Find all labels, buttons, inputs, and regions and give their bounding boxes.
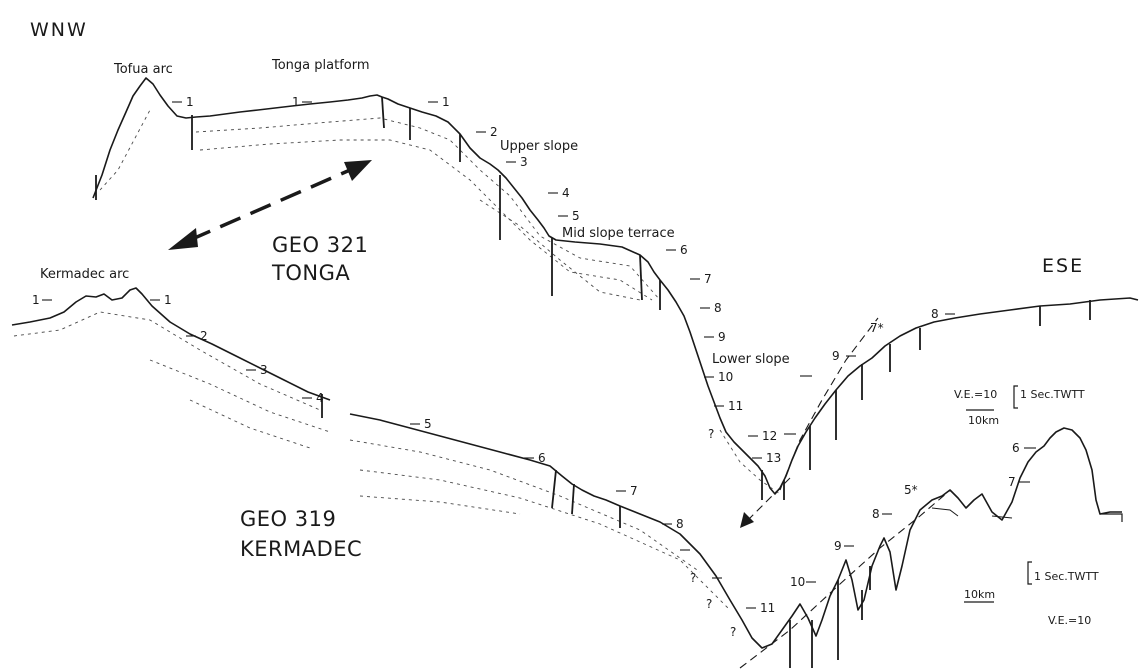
unknown-mark: ? xyxy=(708,427,714,441)
unknown-mark: ? xyxy=(706,597,712,611)
kermadec-sediment-layer xyxy=(349,439,701,573)
kermadec-scale: 1 Sec.TWTT 10km V.E.=10 xyxy=(964,561,1099,627)
tonga-platform-label: Tonga platform xyxy=(271,58,370,73)
horizon-label: 7* xyxy=(870,321,884,335)
horizon-label: 8 xyxy=(714,301,722,315)
kermadec-decollement-line xyxy=(739,491,949,669)
kermadec-sediment-layer xyxy=(359,469,731,611)
horizon-label: 1 xyxy=(292,95,300,109)
horizon-label: 11 xyxy=(728,399,743,413)
horizon-label: 5 xyxy=(424,417,432,431)
tonga-sediment-layer xyxy=(199,139,653,301)
kermadec-horizon-labels: 1 1 2 3 4 5 6 7 8 11 10 9 8 7 6 5* ? ? ? xyxy=(32,293,1036,639)
horizon-label: 4 xyxy=(316,391,324,405)
horizon-label: 3 xyxy=(260,363,268,377)
arrowhead-right-icon xyxy=(344,160,372,181)
ve-label: V.E.=10 xyxy=(1048,614,1091,627)
unknown-mark: ? xyxy=(690,571,696,585)
tonga-decollement-line xyxy=(779,317,879,491)
horizon-label: 12 xyxy=(762,429,777,443)
horizon-label: 5* xyxy=(904,483,918,497)
kermadec-seafloor-line xyxy=(349,413,1122,649)
direction-wnw: WNW xyxy=(30,19,88,41)
time-scale-label: 1 Sec.TWTT xyxy=(1034,570,1099,583)
horizon-label: 3 xyxy=(520,155,528,169)
kermadec-sediment-layer xyxy=(13,311,321,411)
horizon-label: 4 xyxy=(562,186,570,200)
horizon-label: 11 xyxy=(760,601,775,615)
horizon-label: 10 xyxy=(718,370,733,384)
horizon-label: 2 xyxy=(490,125,498,139)
tonga-seafloor-line xyxy=(92,77,1139,495)
horizon-label: 13 xyxy=(766,451,781,465)
horizon-label: 6 xyxy=(1012,441,1020,455)
tonga-sediment-layer xyxy=(719,429,781,495)
kermadec-sediment-layer xyxy=(149,359,331,433)
correlation-dashed-arrow xyxy=(189,168,351,242)
horizon-label: 1 xyxy=(164,293,172,307)
horizon-label: 8 xyxy=(931,307,939,321)
kermadec-title-line1: GEO 319 xyxy=(240,507,336,531)
upper-slope-label: Upper slope xyxy=(500,139,578,154)
direction-ese: ESE xyxy=(1042,255,1084,277)
distance-scale-label: 10km xyxy=(964,588,995,601)
kermadec-title-line2: KERMADEC xyxy=(240,537,362,561)
ve-label: V.E.=10 xyxy=(954,388,997,401)
unknown-mark: ? xyxy=(730,625,736,639)
time-scale-label: 1 Sec.TWTT xyxy=(1020,388,1085,401)
tonga-faults xyxy=(95,96,1091,500)
mid-slope-terrace-label: Mid slope terrace xyxy=(562,226,675,241)
horizon-label: 8 xyxy=(872,507,880,521)
kermadec-arc-label: Kermadec arc xyxy=(40,267,129,282)
horizon-label: 5 xyxy=(572,209,580,223)
horizon-label: 1 xyxy=(32,293,40,307)
lower-arrowhead-icon xyxy=(740,512,754,528)
kermadec-profile: Kermadec arc GEO 319 KERMADEC 1 1 2 3 4 … xyxy=(11,267,1123,669)
tonga-title-line2: TONGA xyxy=(271,261,350,285)
horizon-label: 7 xyxy=(704,272,712,286)
lower-slope-label: Lower slope xyxy=(712,352,790,367)
kermadec-faults xyxy=(321,394,871,668)
distance-scale-label: 10km xyxy=(968,414,999,427)
horizon-label: 7 xyxy=(630,484,638,498)
tonga-horizon-labels: 1 1 1 2 3 4 5 6 7 8 9 10 11 12 13 8 9 7*… xyxy=(172,95,955,465)
kermadec-sediment-layer xyxy=(189,399,311,449)
kermadec-sediment-layer xyxy=(359,495,521,515)
horizon-label: 9 xyxy=(718,330,726,344)
tonga-sediment-layer xyxy=(479,199,641,301)
horizon-label: 1 xyxy=(186,95,194,109)
kermadec-arc-line xyxy=(11,287,331,401)
tonga-lower-arrow xyxy=(747,477,791,521)
horizon-label: 6 xyxy=(538,451,546,465)
horizon-label: 1 xyxy=(442,95,450,109)
horizon-label: 9 xyxy=(832,349,840,363)
tonga-title-line1: GEO 321 xyxy=(272,233,368,257)
horizon-label: 10 xyxy=(790,575,805,589)
horizon-label: 6 xyxy=(680,243,688,257)
tofua-arc-label: Tofua arc xyxy=(113,62,173,77)
horizon-label: 7 xyxy=(1008,475,1016,489)
arrowhead-left-icon xyxy=(168,228,198,250)
tonga-sediment-layer xyxy=(99,109,151,191)
tonga-profile: Tofua arc Tonga platform Upper slope Mid… xyxy=(92,58,1139,528)
horizon-label: 8 xyxy=(676,517,684,531)
horizon-label: 2 xyxy=(200,329,208,343)
horizon-label: 9 xyxy=(834,539,842,553)
tonga-scale: V.E.=10 1 Sec.TWTT 10km xyxy=(954,385,1085,427)
